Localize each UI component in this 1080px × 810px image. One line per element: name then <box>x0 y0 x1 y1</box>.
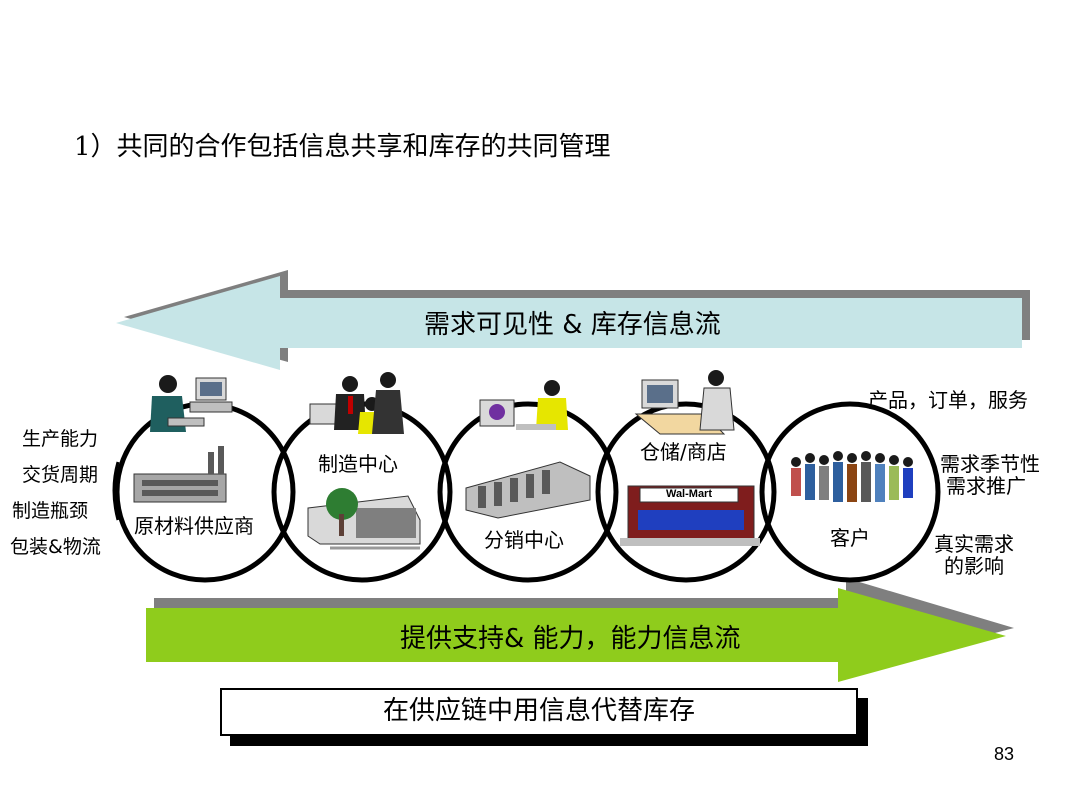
factory-icon <box>134 446 226 502</box>
meeting-people-icon <box>310 372 404 434</box>
page-number: 83 <box>994 744 1014 765</box>
right-note-middle: 需求季节性 <box>940 452 1040 476</box>
node-label-distribution: 分销中心 <box>484 524 564 553</box>
warehouse-icon <box>466 462 590 518</box>
customers-crowd-icon <box>791 451 913 502</box>
summary-box: 在供应链中用信息代替库存 <box>220 688 858 736</box>
node-label-customer: 客户 <box>830 522 870 551</box>
bottom-arrow-label: 提供支持& 能力，能力信息流 <box>400 618 741 655</box>
right-note-bottom: 的影响 <box>944 554 1004 578</box>
page-title: 1）共同的合作包括信息共享和库存的共同管理 <box>74 126 611 163</box>
left-note: 交货周期 <box>22 460 98 487</box>
person-computer-icon <box>150 375 232 432</box>
node-label-manufacturing: 制造中心 <box>318 448 398 477</box>
node-label-supplier: 原材料供应商 <box>134 510 254 539</box>
office-building-icon <box>308 488 420 548</box>
left-note: 包装&物流 <box>10 532 101 559</box>
top-arrow-label: 需求可见性 & 库存信息流 <box>424 304 721 341</box>
right-note-bottom: 真实需求 <box>934 532 1014 556</box>
right-note-top: 产品，订单，服务 <box>868 388 1028 412</box>
store-sign: Wal-Mart <box>640 488 738 500</box>
right-note-middle: 需求推广 <box>946 474 1026 498</box>
left-note: 生产能力 <box>22 424 98 451</box>
left-note: 制造瓶颈 <box>12 496 88 523</box>
node-label-store: 仓储/商店 <box>640 436 727 465</box>
